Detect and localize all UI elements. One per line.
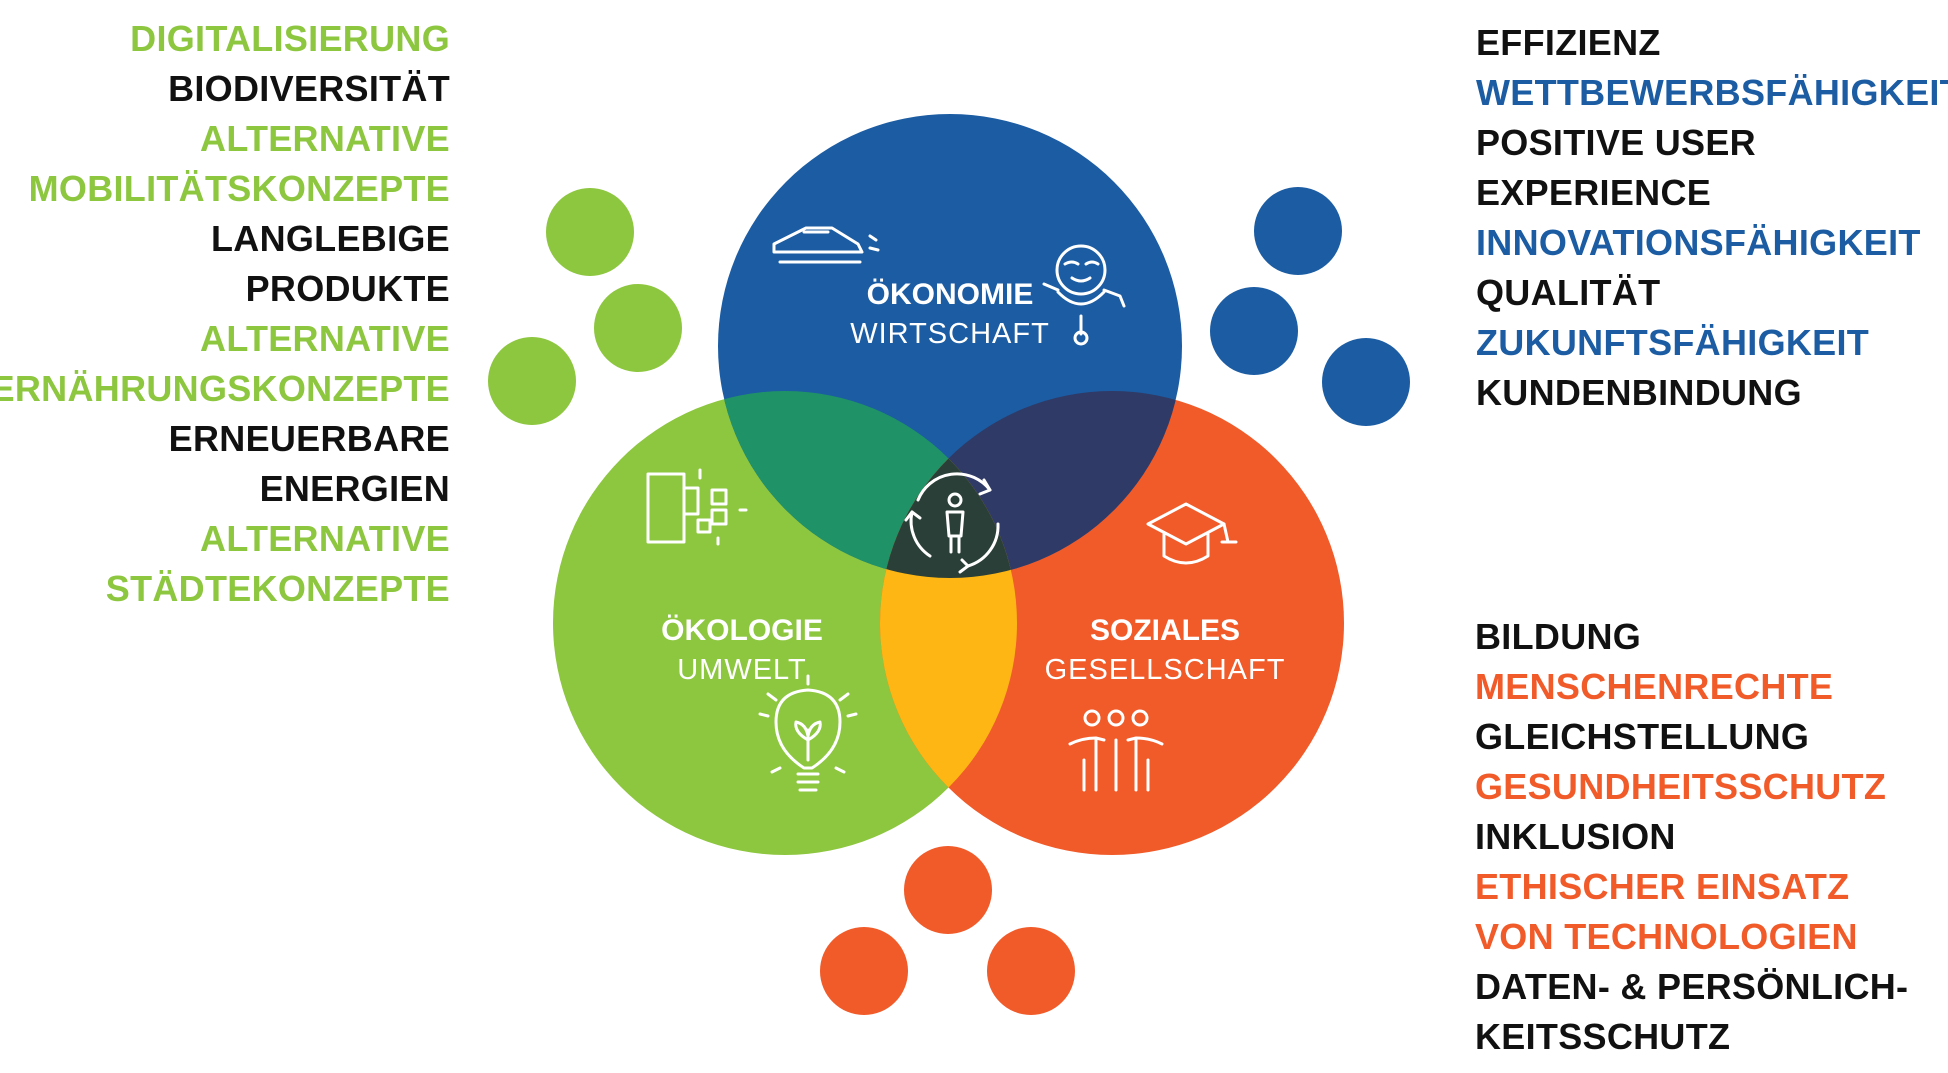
economy-topic-list: EFFIZIENZ WETTBEWERBSFÄHIGKEIT POSITIVE US… <box>1476 18 1948 418</box>
topic-item: MOBILITÄTSKONZEPTE <box>28 168 450 209</box>
economy-title: ÖKONOMIE <box>867 278 1034 311</box>
lightbulb-plant-icon <box>758 674 858 792</box>
topic-item: BIODIVERSITÄT <box>168 68 450 109</box>
topic-item: ERNEUERBARE <box>168 418 450 459</box>
people-group-icon <box>1068 709 1164 792</box>
social-topic-list: BILDUNG MENSCHENRECHTE GLEICHSTELLUNG GESUN… <box>1475 612 1908 1062</box>
topic-item: DATEN- & PERSÖNLICH- <box>1475 966 1909 1007</box>
red-dot <box>904 846 992 934</box>
ecology-topic-list: DIGITALISIERUNG BIODIVERSITÄT ALTERNATIVE M… <box>0 14 450 614</box>
ecology-title: ÖKOLOGIE <box>661 614 823 647</box>
topic-item: ALTERNATIVE <box>200 518 450 559</box>
blue-dot <box>1254 187 1342 275</box>
topic-item: ENERGIEN <box>259 468 450 509</box>
topic-item: EFFIZIENZ <box>1476 22 1661 63</box>
car-icon <box>772 226 880 264</box>
blue-dot <box>1210 287 1298 375</box>
person-cycle-icon <box>904 472 1000 574</box>
topic-item: GLEICHSTELLUNG <box>1475 716 1810 757</box>
red-dot <box>987 927 1075 1015</box>
topic-item: DIGITALISIERUNG <box>130 18 450 59</box>
topic-item: ALTERNATIVE <box>200 318 450 359</box>
red-dot <box>820 927 908 1015</box>
graduation-cap-icon <box>1146 502 1238 565</box>
topic-item: LANGLEBIGE <box>210 218 450 259</box>
social-subtitle: GESELLSCHAFT <box>1045 654 1286 686</box>
economy-subtitle: WIRTSCHAFT <box>850 318 1050 350</box>
overlap-economy-social <box>880 391 1182 578</box>
topic-item: ETHISCHER EINSATZ <box>1475 866 1850 907</box>
social-title: SOZIALES <box>1090 614 1240 647</box>
green-dot <box>488 337 576 425</box>
topic-item: VON TECHNOLOGIEN <box>1475 916 1858 957</box>
topic-item: QUALITÄT <box>1476 272 1661 313</box>
ecology-subtitle: UMWELT <box>677 654 807 686</box>
topic-item: STÄDTEKONZEPTE <box>105 568 450 609</box>
blue-dot <box>1322 338 1410 426</box>
topic-item: INKLUSION <box>1475 816 1676 857</box>
green-dot <box>546 188 634 276</box>
topic-item: BILDUNG <box>1475 616 1642 657</box>
topic-item: EXPERIENCE <box>1476 172 1712 213</box>
robot-icon <box>1042 244 1126 346</box>
topic-item: GESUNDHEITSSCHUTZ <box>1475 766 1887 807</box>
topic-item: KUNDENBINDUNG <box>1476 372 1802 413</box>
topic-item: ALTERNATIVE <box>200 118 450 159</box>
topic-item: WETTBEWERBSFÄHIGKEIT <box>1476 72 1948 113</box>
overlap-economy-ecology <box>718 391 1017 578</box>
green-dot <box>594 284 682 372</box>
topic-item: POSITIVE USER <box>1476 122 1756 163</box>
topic-item: PRODUKTE <box>245 268 450 309</box>
topic-item: MENSCHENRECHTE <box>1475 666 1834 707</box>
topic-item: KEITSSCHUTZ <box>1475 1016 1731 1057</box>
city-blocks-icon <box>646 468 748 546</box>
topic-item: ZUKUNFTSFÄHIGKEIT <box>1476 322 1870 363</box>
topic-item: ERNÄHRUNGSKONZEPTE <box>0 368 450 409</box>
topic-item: INNOVATIONSFÄHIGKEIT <box>1476 222 1921 263</box>
